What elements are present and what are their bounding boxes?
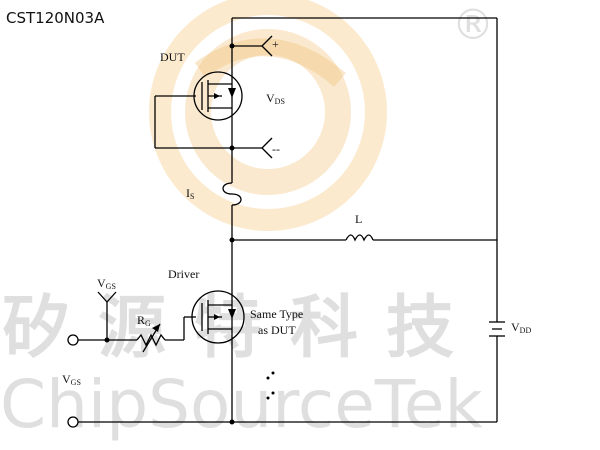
vgs-bottom-label: VGS — [62, 372, 81, 387]
dut-label: DUT — [160, 50, 185, 64]
rg-label: RG — [137, 313, 151, 328]
plus-label: + — [272, 37, 279, 51]
part-number-title: CST120N03A — [6, 9, 105, 27]
same-type-line1: Same Type — [250, 307, 304, 321]
registered-mark: ® — [452, 0, 494, 49]
inductor-label: L — [355, 212, 363, 226]
same-type-line2: as DUT — [258, 323, 296, 337]
minus-label: -- — [272, 142, 280, 156]
watermark-english: ChipSourceTek — [0, 366, 483, 443]
vgs-top-label: VGS — [97, 276, 116, 291]
driver-label: Driver — [168, 267, 200, 281]
vdd-label: VDD — [511, 320, 532, 335]
is-label: IS — [186, 186, 195, 201]
current-probe — [222, 182, 242, 206]
vds-label: VDS — [266, 91, 285, 106]
gate-resistor — [136, 333, 166, 347]
watermark-chinese: 矽源特科技 — [2, 288, 483, 368]
inductor — [345, 234, 374, 242]
dut-mosfet — [193, 71, 243, 121]
